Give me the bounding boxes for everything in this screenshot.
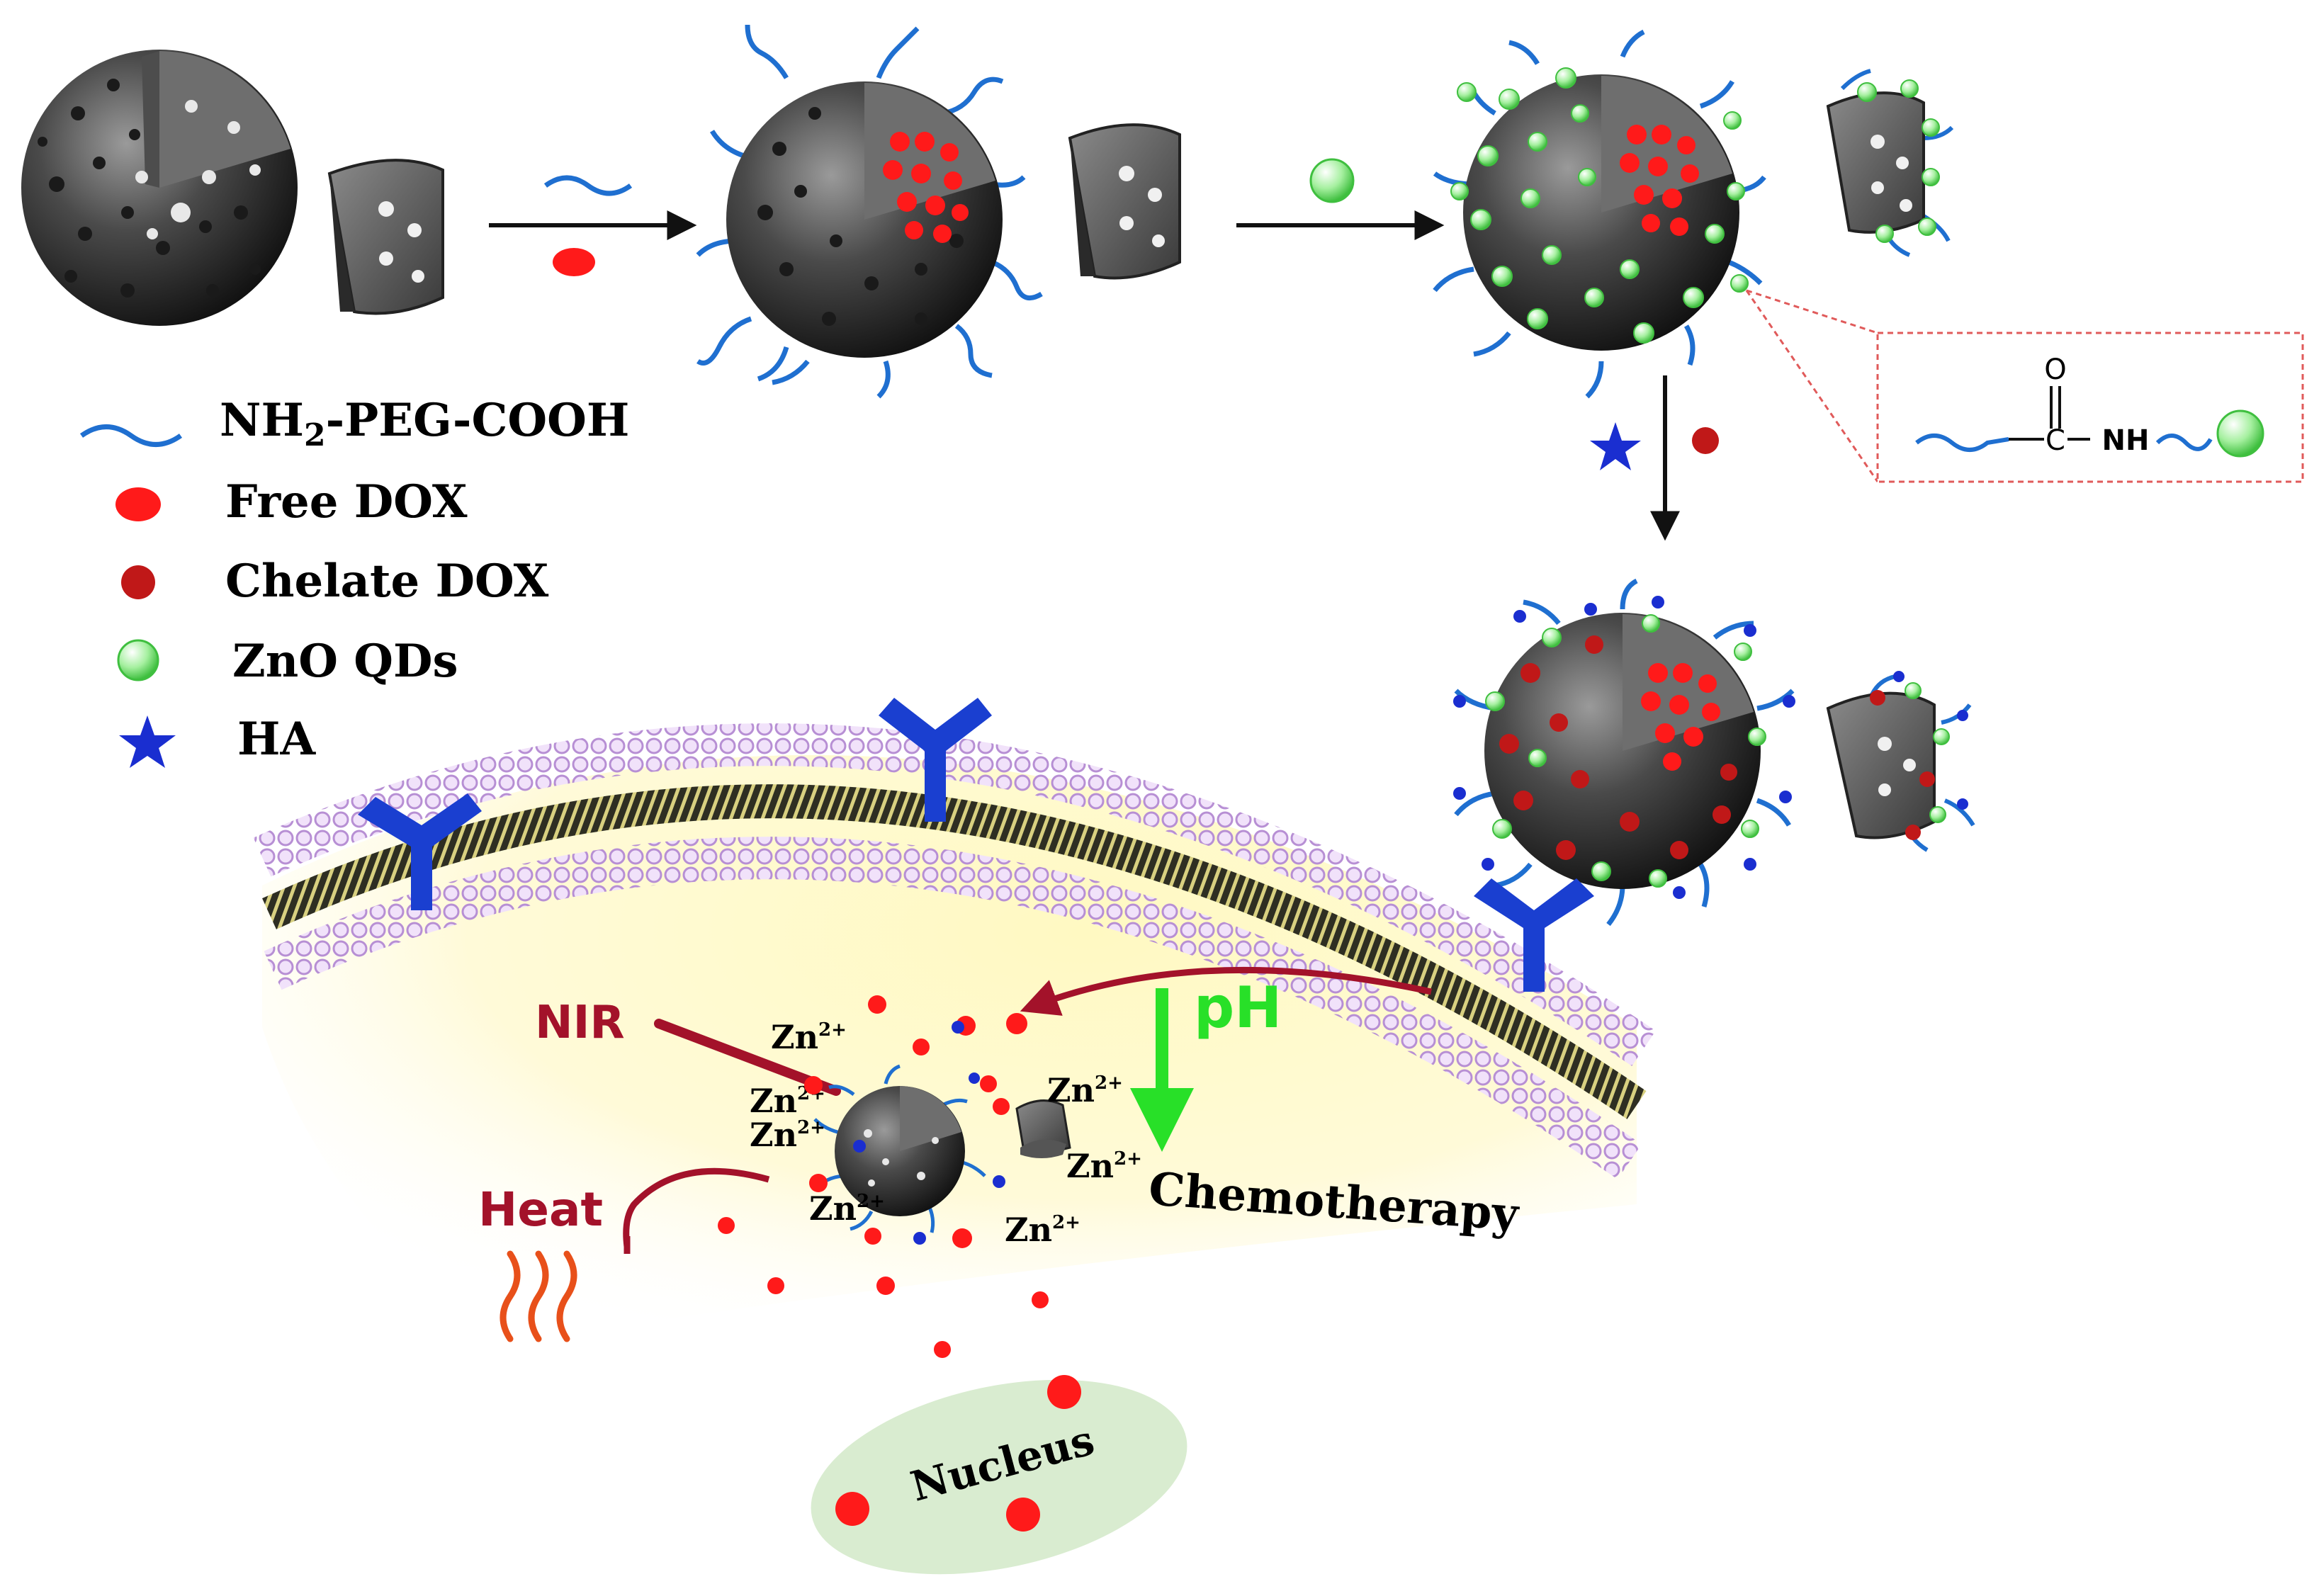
legend-item-zno: ZnO QDs <box>117 635 458 688</box>
zno-reagent-icon <box>1309 158 1355 203</box>
final-nanoparticle <box>1453 578 1795 927</box>
free-dox-reagent-icon <box>553 248 595 276</box>
legend-label-peg-main: NH <box>220 394 304 447</box>
peg-dox-nanoparticle-section <box>1068 123 1181 280</box>
nir-label: NIR <box>535 997 625 1049</box>
legend-label-chelate-dox: Chelate DOX <box>225 555 549 608</box>
zno-qd-icon <box>117 639 159 681</box>
chelate-dox-icon <box>121 565 155 599</box>
svg-text:NH2-PEG-COOH: NH2-PEG-COOH <box>220 394 629 453</box>
receptor-middle <box>879 698 992 822</box>
final-nanoparticle-section <box>1826 671 1975 852</box>
ha-star-icon <box>119 715 176 768</box>
heat-waves-icon <box>500 1250 577 1342</box>
legend: NH2-PEG-COOH Free DOX Chelate DOX ZnO QD… <box>79 394 629 768</box>
amide-nh-label: NH <box>2102 424 2150 457</box>
ph-label: pH <box>1194 975 1282 1041</box>
peg-dox-nanoparticle <box>696 24 1043 399</box>
peg-reagent-icon <box>543 175 633 196</box>
legend-label-zno: ZnO QDs <box>232 635 458 688</box>
zn-ion-label: Zn2+ <box>750 1116 825 1154</box>
chelate-dox-reagent-icon <box>1692 427 1719 454</box>
free-dox-icon <box>115 487 161 521</box>
legend-item-free-dox: Free DOX <box>115 475 468 528</box>
zno-conjugated-nanoparticle <box>1433 29 1766 399</box>
cell <box>253 698 1656 1346</box>
zn-ion-label: Zn2+ <box>809 1189 885 1228</box>
legend-label-free-dox: Free DOX <box>225 475 468 528</box>
zn-ion-label: Zn2+ <box>1047 1071 1123 1109</box>
receptor-left <box>358 793 482 910</box>
bare-nanoparticle-section <box>327 159 444 315</box>
zn-ion-label: Zn2+ <box>771 1018 847 1056</box>
intracellular-nanoparticle <box>813 1064 986 1233</box>
zn-ion-label: Zn2+ <box>1066 1147 1142 1185</box>
zno-conjugated-nanoparticle-section <box>1826 69 1954 257</box>
heat-arrow <box>623 1167 770 1247</box>
legend-label-peg-rest: -PEG-COOH <box>326 394 630 447</box>
amide-bond-inset: O C NH <box>1876 332 2304 483</box>
legend-label-peg-sub: 2 <box>304 417 326 453</box>
amide-carbon-label: C <box>2046 424 2065 457</box>
legend-item-chelate-dox: Chelate DOX <box>121 555 549 608</box>
heat-label: Heat <box>478 1182 603 1237</box>
inset-zno-icon <box>2216 409 2264 458</box>
receptors <box>358 698 1594 992</box>
peg-chain-icon <box>79 424 183 447</box>
receptor-right <box>1474 878 1594 992</box>
intracellular-nanoparticle-section <box>1015 1099 1071 1158</box>
inset-zoom-lines <box>1745 289 1879 482</box>
released-dox <box>718 995 1049 1358</box>
ha-reagent-icon <box>1590 422 1641 470</box>
bare-nanoparticle <box>21 50 298 326</box>
uptake-arrow <box>1020 966 1432 1016</box>
legend-item-ha: HA <box>119 713 316 768</box>
zn-ion-label: Zn2+ <box>1005 1211 1080 1249</box>
carbonyl-oxygen-label: O <box>2044 353 2066 386</box>
nucleus: Nucleus <box>811 1375 1187 1575</box>
legend-label-ha: HA <box>237 713 316 766</box>
legend-item-peg: NH2-PEG-COOH <box>79 394 629 453</box>
